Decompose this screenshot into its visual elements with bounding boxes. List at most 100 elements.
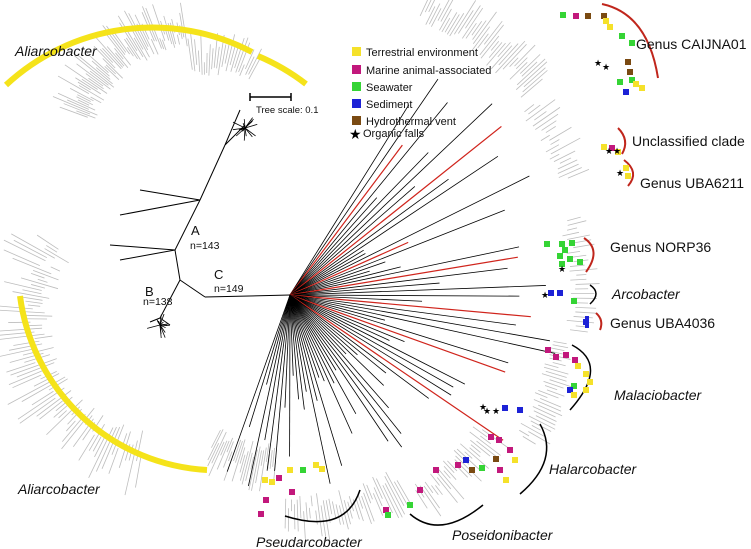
tree-branch bbox=[289, 294, 405, 342]
tree-branch bbox=[289, 256, 518, 296]
tip-label-line bbox=[75, 77, 102, 95]
tree-branch bbox=[289, 152, 429, 296]
tip-label-line bbox=[356, 499, 364, 522]
tree-branch bbox=[244, 127, 256, 137]
tree-branch bbox=[159, 279, 181, 319]
legend: Terrestrial environment Marine animal-as… bbox=[349, 47, 491, 143]
tip-label-line bbox=[338, 490, 349, 530]
habitat-marker bbox=[557, 290, 563, 296]
halarcobacter-bracket bbox=[519, 423, 548, 495]
tree-branch bbox=[266, 294, 291, 385]
tip-label-line bbox=[88, 77, 104, 90]
tip-label-line bbox=[104, 66, 120, 80]
tip-label-line bbox=[415, 490, 428, 509]
genus-label-aliarcobacter-top: Aliarcobacter bbox=[14, 43, 98, 59]
habitat-marker bbox=[583, 371, 589, 377]
tip-label-line bbox=[545, 144, 560, 153]
tip-label-line bbox=[114, 47, 124, 60]
habitat-marker bbox=[544, 241, 550, 247]
tip-label-line bbox=[223, 441, 234, 468]
tip-label-line bbox=[460, 443, 489, 469]
tip-label-line bbox=[134, 14, 155, 55]
tip-label-line bbox=[31, 284, 45, 289]
tree-branch bbox=[159, 324, 166, 333]
tip-label-line bbox=[363, 492, 375, 522]
habitat-marker bbox=[287, 467, 293, 473]
tip-label-line bbox=[550, 139, 560, 145]
tip-label-line bbox=[372, 476, 383, 499]
habitat-marker bbox=[517, 407, 523, 413]
habitat-marker bbox=[276, 475, 282, 481]
tip-label-line bbox=[573, 316, 593, 319]
tip-label-line bbox=[19, 397, 56, 424]
tree-branch bbox=[289, 294, 343, 466]
tip-label-line bbox=[46, 245, 58, 253]
tip-label-line bbox=[250, 456, 254, 470]
tip-label-line bbox=[549, 126, 572, 141]
tip-label-line bbox=[0, 348, 36, 357]
tip-label-line bbox=[480, 435, 492, 445]
tree-branch bbox=[289, 102, 448, 296]
tip-label-line bbox=[59, 106, 88, 118]
legend-label-hydrothermal: Hydrothermal vent bbox=[366, 116, 456, 128]
habitat-marker bbox=[562, 247, 568, 253]
habitat-marker bbox=[619, 33, 625, 39]
tip-label-line bbox=[393, 481, 409, 507]
tip-label-line bbox=[540, 134, 550, 141]
tree-branch bbox=[159, 323, 168, 326]
tip-label-line bbox=[90, 96, 102, 104]
tree-branch bbox=[289, 294, 320, 378]
tree-branch bbox=[284, 294, 291, 408]
tree-branch bbox=[289, 267, 508, 296]
tip-label-line bbox=[382, 485, 400, 519]
tip-label-line bbox=[549, 379, 575, 389]
habitat-marker bbox=[585, 316, 589, 328]
tip-label-line bbox=[544, 363, 559, 368]
tip-label-line bbox=[424, 0, 432, 13]
tip-label-line bbox=[437, 468, 465, 500]
tip-label-line bbox=[0, 333, 45, 340]
caijna01-arc bbox=[601, 3, 659, 79]
tip-label-line bbox=[44, 248, 69, 264]
legend-swatch-marine-animal bbox=[352, 65, 361, 74]
tip-label-line bbox=[470, 439, 491, 457]
tree-branch bbox=[289, 178, 449, 296]
tip-label-line bbox=[461, 7, 484, 39]
tip-label-line bbox=[469, 447, 481, 457]
tip-label-line bbox=[32, 269, 59, 281]
habitat-marker bbox=[503, 477, 509, 483]
tip-label-line bbox=[77, 94, 91, 102]
tip-label-line bbox=[133, 37, 148, 61]
tree-branch bbox=[159, 313, 165, 326]
tip-label-line bbox=[176, 34, 180, 45]
tip-label-line bbox=[25, 300, 43, 304]
tip-label-line bbox=[423, 485, 440, 509]
tip-label-line bbox=[535, 113, 559, 130]
organic-falls-star-icon: ★ bbox=[483, 407, 491, 417]
tip-label-line bbox=[541, 373, 567, 382]
uba6211-arc bbox=[623, 159, 635, 187]
tip-label-line bbox=[99, 48, 114, 63]
tip-label-line bbox=[64, 64, 108, 94]
tip-label-line bbox=[112, 30, 130, 55]
tip-label-line bbox=[135, 452, 143, 488]
tip-label-line bbox=[533, 410, 557, 422]
tip-label-line bbox=[522, 70, 548, 93]
tip-label-line bbox=[211, 431, 227, 464]
habitat-marker bbox=[497, 467, 503, 473]
habitat-marker bbox=[567, 256, 573, 262]
tip-label-line bbox=[101, 426, 121, 469]
tip-label-line bbox=[284, 498, 287, 529]
tip-label-line bbox=[470, 444, 481, 453]
tip-label-line bbox=[310, 495, 313, 507]
tip-label-line bbox=[431, 8, 442, 27]
tree-branch bbox=[232, 127, 246, 131]
tip-label-line bbox=[488, 42, 503, 58]
tip-label-line bbox=[562, 231, 580, 237]
tip-label-line bbox=[538, 389, 559, 399]
tip-label-line bbox=[576, 274, 587, 276]
tree-branch bbox=[289, 197, 378, 296]
tip-label-line bbox=[567, 168, 590, 179]
tree-branch bbox=[248, 294, 291, 428]
tip-label-line bbox=[207, 443, 220, 467]
